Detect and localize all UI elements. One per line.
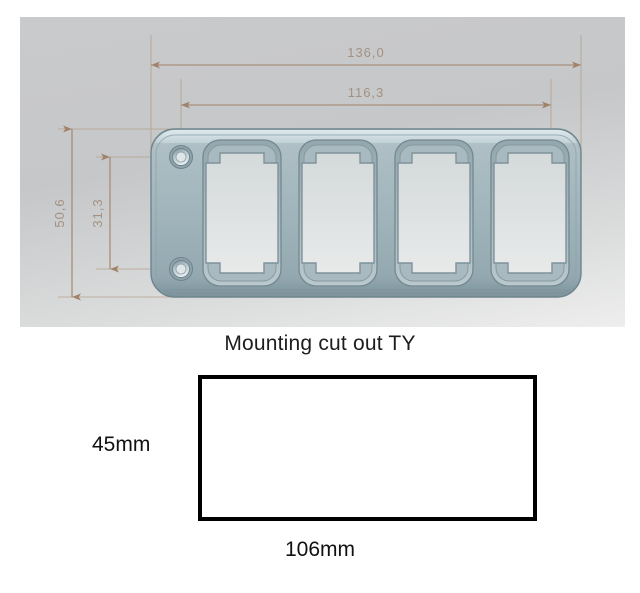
cutout-rectangle [198, 375, 537, 521]
port-cutout-2 [298, 139, 378, 287]
cutout-diagram: 45mm 106mm [0, 366, 640, 576]
port-cutout-4 [490, 139, 570, 287]
cad-viewport: 136,0 116,3 50,6 31,3 [20, 17, 625, 327]
dimension-overall-height: 50,6 [52, 125, 81, 301]
cad-drawing: 136,0 116,3 50,6 31,3 [52, 35, 582, 301]
dimension-hole-spacing-height: 31,3 [90, 153, 119, 273]
mounting-hole-top-left [169, 145, 193, 169]
port-cutout-1 [202, 139, 282, 287]
dimension-overall-width: 136,0 [151, 45, 581, 69]
cutout-height-label: 45mm [92, 433, 151, 456]
mounting-hole-bottom-left [169, 257, 193, 281]
dimension-hole-spacing-width: 116,3 [181, 85, 551, 109]
cutout-width-label: 106mm [284, 538, 356, 561]
faceplate-bottom-shadow [161, 289, 571, 296]
dimension-label-hole-spacing-width: 116,3 [348, 85, 385, 100]
dimension-label-overall-width: 136,0 [347, 45, 385, 60]
faceplate-part [150, 128, 582, 298]
page-title: Mounting cut out TY [224, 332, 416, 355]
dimension-label-hole-spacing-height: 31,3 [90, 198, 105, 227]
dimension-label-overall-height: 50,6 [52, 198, 67, 227]
port-cutout-3 [394, 139, 474, 287]
